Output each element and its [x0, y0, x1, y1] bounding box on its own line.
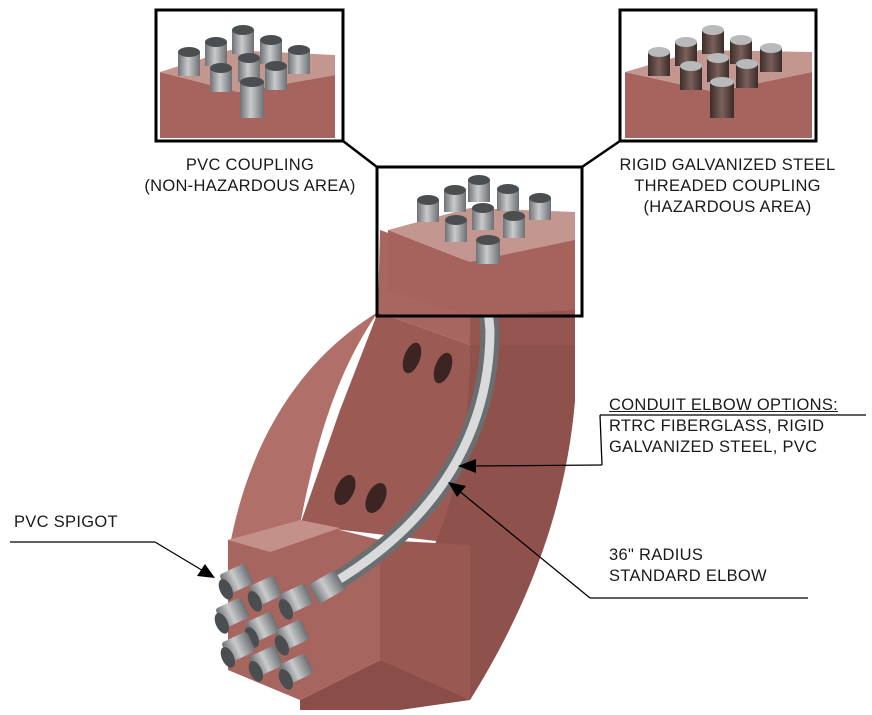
- rgs-coupling-label: RIGID GALVANIZED STEEL THREADED COUPLING…: [605, 155, 850, 218]
- pvc-coupling-label-line1: PVC COUPLING: [185, 156, 315, 174]
- radius-label-line2: STANDARD ELBOW: [609, 567, 767, 585]
- elbow-options-line2: RTRC FIBERGLASS, RIGID: [609, 417, 825, 435]
- elbow-options-line3: GALVANIZED STEEL, PVC: [609, 438, 818, 456]
- pvc-coupling-label: PVC COUPLING (NON-HAZARDOUS AREA): [130, 155, 370, 197]
- pvc-spigots: [214, 564, 313, 690]
- center-conduit-stubs: [417, 175, 551, 264]
- elbow-options-label: CONDUIT ELBOW OPTIONS: RTRC FIBERGLASS, …: [609, 395, 838, 458]
- right-connector-line: [581, 139, 621, 169]
- rgs-label-line3: (HAZARDOUS AREA): [643, 198, 812, 216]
- rgs-label-line1: RIGID GALVANIZED STEEL: [619, 156, 836, 174]
- pvc-coupling-label-line2: (NON-HAZARDOUS AREA): [144, 177, 356, 195]
- rgs-label-line2: THREADED COUPLING: [634, 177, 821, 195]
- elbow-options-title: CONDUIT ELBOW OPTIONS:: [609, 396, 839, 414]
- left-connector-line: [342, 140, 378, 168]
- rgs-coupling-inset: [618, 8, 818, 143]
- pvc-spigot-label: PVC SPIGOT: [14, 513, 118, 531]
- radius-label-line1: 36" RADIUS: [609, 546, 704, 564]
- leader-pvc-spigot: [10, 541, 215, 578]
- leader-elbow-options: [458, 414, 866, 473]
- center-inset-frame: [375, 165, 584, 318]
- leader-radius: [448, 482, 808, 599]
- lifting-holes: [334, 342, 453, 513]
- radius-label: 36" RADIUS STANDARD ELBOW: [609, 545, 767, 587]
- pvc-coupling-inset: [154, 8, 345, 143]
